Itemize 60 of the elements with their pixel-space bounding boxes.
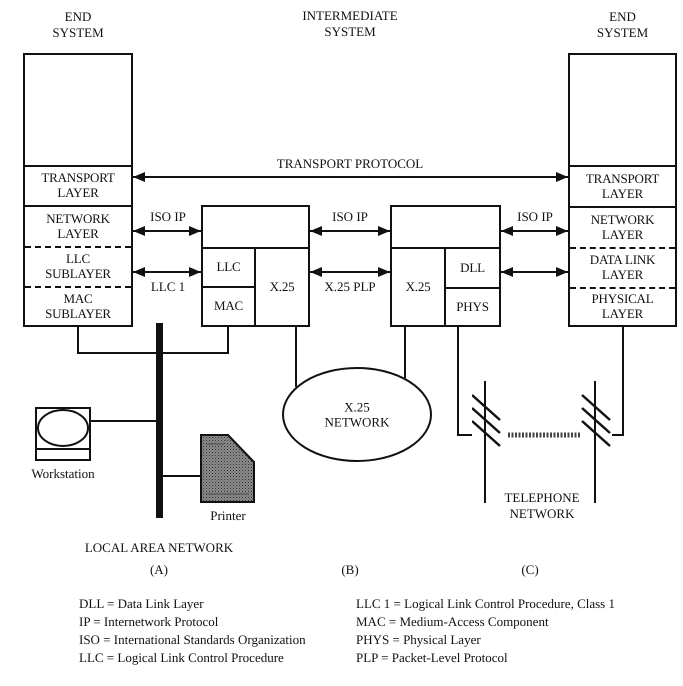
edge-label: LLC 1: [148, 280, 188, 294]
layer-label: DLL: [460, 260, 485, 276]
abbreviation-definition: LLC = Logical Link Control Procedure: [79, 650, 284, 666]
edge-label: TRANSPORT PROTOCOL: [274, 156, 426, 172]
panel-letter: (C): [520, 562, 540, 578]
double-headed-arrow: [133, 172, 568, 182]
connector-line: [91, 420, 156, 422]
double-headed-arrow: [501, 267, 568, 277]
layer-label: MAC: [214, 299, 244, 314]
connector-line: [404, 327, 406, 378]
connector-line: [163, 475, 200, 477]
system-heading: END SYSTEM: [51, 9, 105, 40]
edge-label: ISO IP: [515, 210, 555, 224]
layer-label: LLC SUBLAYER: [44, 252, 112, 282]
connector-line: [163, 327, 229, 354]
layer-label: DATA LINK LAYER: [588, 253, 656, 283]
abbreviation-definition: LLC 1 = Logical Link Control Procedure, Class 1: [356, 596, 615, 612]
connector-line: [295, 327, 297, 387]
layer-label: TRANSPORT LAYER: [40, 171, 116, 201]
network-caption: LOCAL AREA NETWORK: [84, 540, 234, 556]
device-label: Printer: [210, 508, 246, 524]
network-label: X.25 NETWORK: [324, 398, 390, 430]
panel-letter: (A): [148, 562, 170, 578]
panel-letter: (B): [340, 562, 360, 578]
connector-line: [457, 327, 472, 436]
lan-bus-bar: [156, 323, 163, 518]
system-heading: END SYSTEM: [596, 9, 650, 40]
layer-label: X.25: [270, 280, 294, 294]
layer-label: NETWORK LAYER: [45, 212, 111, 242]
edge-label: ISO IP: [330, 210, 370, 224]
protocol-layer-cell: [392, 247, 446, 325]
connector-line: [612, 327, 624, 436]
device-label: Workstation: [31, 466, 95, 482]
network-label: TELEPHONE NETWORK: [503, 490, 581, 522]
abbreviation-definition: ISO = International Standards Organization: [79, 632, 306, 648]
abbreviation-definition: IP = Internetwork Protocol: [79, 614, 218, 630]
layer-label: NETWORK LAYER: [590, 212, 656, 242]
protocol-layer-cell: [203, 247, 256, 286]
layer-label: TRANSPORT LAYER: [584, 172, 660, 202]
protocol-layer-cell: [203, 286, 256, 325]
layer-label: MAC SUBLAYER: [44, 292, 112, 322]
abbreviation-definition: PLP = Packet-Level Protocol: [356, 650, 508, 666]
edge-label: X.25 PLP: [322, 280, 378, 294]
double-headed-arrow: [133, 267, 201, 277]
edge-label: ISO IP: [148, 210, 188, 224]
abbreviation-definition: PHYS = Physical Layer: [356, 632, 481, 648]
protocol-stack-box: [201, 205, 310, 327]
layer-label: PHYS: [456, 300, 489, 314]
double-headed-arrow: [501, 226, 568, 236]
abbreviation-definition: DLL = Data Link Layer: [79, 596, 204, 612]
double-headed-arrow: [310, 267, 390, 277]
layer-label: PHYSICAL LAYER: [590, 292, 654, 322]
layer-label: X.25: [406, 280, 430, 294]
double-headed-arrow: [310, 226, 390, 236]
system-heading: INTERMEDIATE SYSTEM: [301, 8, 399, 40]
abbreviation-definition: MAC = Medium-Access Component: [356, 614, 549, 630]
double-headed-arrow: [133, 226, 201, 236]
connector-line: [77, 327, 156, 354]
layer-label: LLC: [216, 260, 240, 275]
protocol-stack-box: [390, 205, 501, 327]
